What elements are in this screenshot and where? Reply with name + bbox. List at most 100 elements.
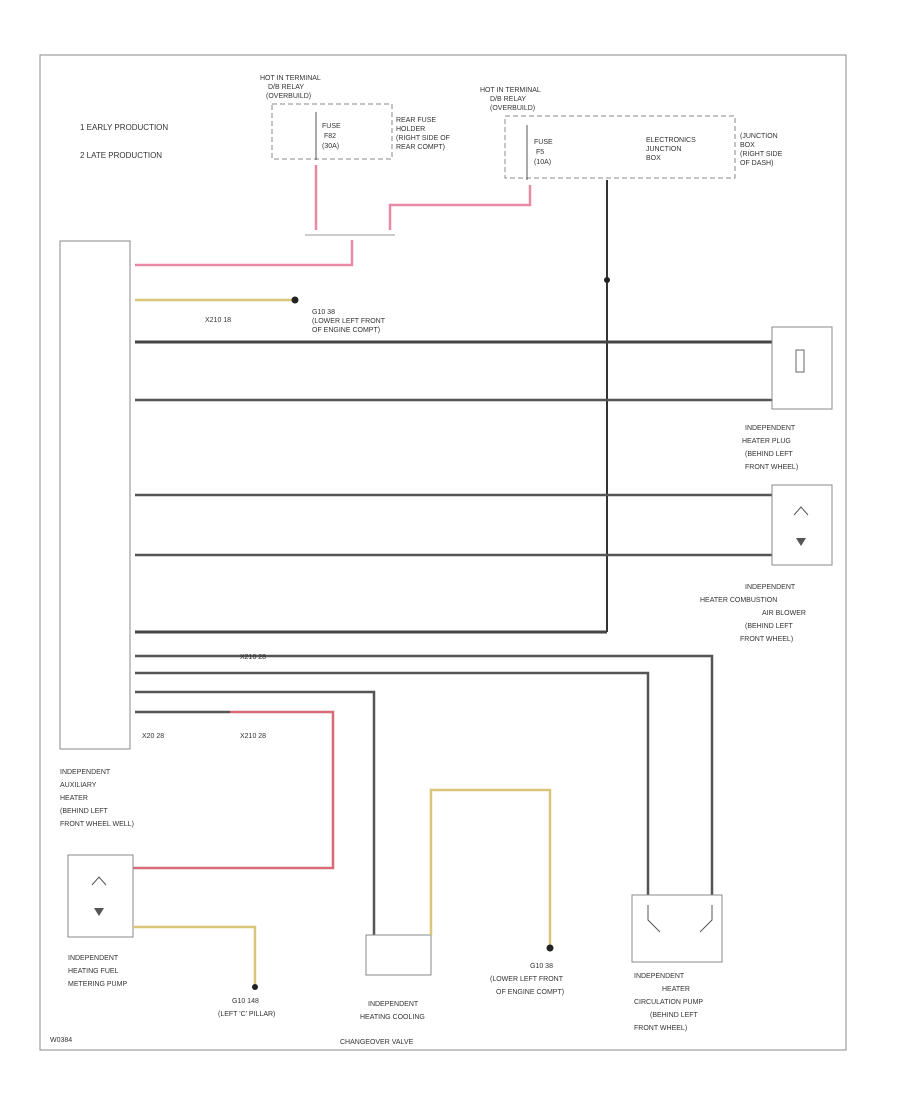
svg-text:HOT IN TERMINAL: HOT IN TERMINAL bbox=[260, 75, 321, 82]
svg-text:INDEPENDENT: INDEPENDENT bbox=[634, 973, 685, 980]
ejb-junction-dot bbox=[604, 277, 610, 283]
svg-text:OF DASH): OF DASH) bbox=[740, 160, 773, 167]
wire-pink-to-heater bbox=[135, 240, 354, 267]
svg-text:D/B RELAY: D/B RELAY bbox=[268, 84, 304, 91]
ground-connector-label: X210 18 bbox=[205, 317, 231, 324]
connector-mid1-label: X210 28 bbox=[240, 654, 266, 661]
legend-late: 2 LATE PRODUCTION bbox=[80, 151, 162, 160]
svg-text:F5: F5 bbox=[536, 149, 544, 156]
heater-plug bbox=[771, 326, 833, 410]
blower-label: INDEPENDENT HEATER COMBUSTION AIR BLOWER… bbox=[700, 584, 806, 643]
svg-text:HOT IN TERMINAL: HOT IN TERMINAL bbox=[480, 87, 541, 94]
svg-text:INDEPENDENT: INDEPENDENT bbox=[745, 584, 796, 591]
svg-text:BOX: BOX bbox=[646, 155, 661, 162]
fuel-metering-pump bbox=[67, 854, 134, 938]
diagram-border bbox=[39, 54, 847, 1051]
fuel-pump-label: INDEPENDENT HEATING FUEL METERING PUMP bbox=[68, 955, 127, 988]
svg-text:BOX: BOX bbox=[740, 142, 755, 149]
svg-text:(OVERBUILD): (OVERBUILD) bbox=[490, 105, 535, 112]
svg-text:(BEHIND LEFT: (BEHIND LEFT bbox=[60, 808, 109, 815]
svg-text:D/B RELAY: D/B RELAY bbox=[490, 96, 526, 103]
svg-text:(LOWER LEFT FRONT: (LOWER LEFT FRONT bbox=[490, 976, 564, 983]
svg-text:HEATER: HEATER bbox=[60, 795, 88, 802]
svg-text:INDEPENDENT: INDEPENDENT bbox=[60, 769, 111, 776]
electronics-junction-box bbox=[504, 115, 736, 179]
heater-plug-label: INDEPENDENT HEATER PLUG (BEHIND LEFT FRO… bbox=[742, 425, 798, 471]
svg-text:(JUNCTION: (JUNCTION bbox=[740, 133, 778, 140]
svg-text:G10 148: G10 148 bbox=[232, 998, 259, 1005]
svg-text:INDEPENDENT: INDEPENDENT bbox=[68, 955, 119, 962]
ground-top-label: G10 38 (LOWER LEFT FRONT OF ENGINE COMPT… bbox=[312, 309, 386, 334]
wire-valve-feed bbox=[135, 690, 376, 935]
hot-rear-label: HOT IN TERMINAL D/B RELAY (OVERBUILD) bbox=[260, 75, 321, 100]
svg-text:METERING PUMP: METERING PUMP bbox=[68, 981, 127, 988]
ground-left-dot bbox=[252, 984, 258, 990]
fuel-pump-symbol bbox=[91, 876, 107, 916]
svg-text:(RIGHT SIDE OF: (RIGHT SIDE OF bbox=[396, 135, 450, 142]
svg-text:FRONT WHEEL): FRONT WHEEL) bbox=[634, 1025, 687, 1032]
ground-mid-dot bbox=[546, 944, 554, 952]
wire-circ-pump-2 bbox=[135, 671, 650, 900]
aux-heater-label: INDEPENDENT AUXILIARY HEATER (BEHIND LEF… bbox=[60, 769, 134, 828]
ejb-label: ELECTRONICS JUNCTION BOX bbox=[646, 137, 696, 162]
svg-text:FUSE: FUSE bbox=[322, 123, 341, 130]
svg-text:ELECTRONICS: ELECTRONICS bbox=[646, 137, 696, 144]
aux-heater-module bbox=[59, 240, 131, 750]
svg-text:FRONT WHEEL): FRONT WHEEL) bbox=[740, 636, 793, 643]
connector-mid2-label: X210 28 bbox=[240, 733, 266, 740]
changeover-valve bbox=[365, 934, 432, 976]
svg-text:(RIGHT SIDE: (RIGHT SIDE bbox=[740, 151, 783, 158]
legend-early: 1 EARLY PRODUCTION bbox=[80, 123, 168, 132]
svg-text:HOLDER: HOLDER bbox=[396, 126, 425, 133]
svg-text:FUSE: FUSE bbox=[534, 139, 553, 146]
svg-text:(BEHIND LEFT: (BEHIND LEFT bbox=[650, 1012, 699, 1019]
svg-text:(BEHIND LEFT: (BEHIND LEFT bbox=[745, 451, 794, 458]
circ-pump-symbol bbox=[647, 905, 713, 933]
svg-text:HEATER COMBUSTION: HEATER COMBUSTION bbox=[700, 597, 777, 604]
svg-text:CHANGEOVER VALVE: CHANGEOVER VALVE bbox=[340, 1039, 414, 1046]
connector-left-label: X20 28 bbox=[142, 733, 164, 740]
svg-text:(BEHIND LEFT: (BEHIND LEFT bbox=[745, 623, 794, 630]
svg-text:INDEPENDENT: INDEPENDENT bbox=[745, 425, 796, 432]
rear-fuse-holder-box bbox=[271, 103, 393, 160]
wire-fuel-pump-ground bbox=[133, 925, 257, 985]
ejb-location-label: (JUNCTION BOX (RIGHT SIDE OF DASH) bbox=[740, 133, 783, 167]
combustion-air-blower bbox=[771, 484, 833, 566]
svg-text:G10 38: G10 38 bbox=[312, 309, 335, 316]
valve-label: INDEPENDENT HEATING COOLING CHANGEOVER V… bbox=[340, 1001, 425, 1046]
svg-text:FRONT WHEEL WELL): FRONT WHEEL WELL) bbox=[60, 821, 134, 828]
circ-pump-label: INDEPENDENT HEATER CIRCULATION PUMP (BEH… bbox=[634, 973, 703, 1032]
circulation-pump bbox=[631, 894, 723, 963]
wire-valve-ground bbox=[429, 788, 552, 945]
svg-text:REAR COMPT): REAR COMPT) bbox=[396, 144, 445, 151]
svg-text:(LEFT 'C' PILLAR): (LEFT 'C' PILLAR) bbox=[218, 1011, 275, 1018]
svg-text:(10A): (10A) bbox=[534, 159, 551, 166]
svg-text:HEATER PLUG: HEATER PLUG bbox=[742, 438, 791, 445]
heater-plug-symbol bbox=[795, 349, 805, 373]
svg-text:F82: F82 bbox=[324, 133, 336, 140]
rear-fuse-holder-label: REAR FUSE HOLDER (RIGHT SIDE OF REAR COM… bbox=[396, 117, 450, 151]
ground-mid-label: G10 38 (LOWER LEFT FRONT OF ENGINE COMPT… bbox=[490, 963, 564, 996]
blower-motor-symbol bbox=[793, 506, 809, 546]
svg-text:OF ENGINE COMPT): OF ENGINE COMPT) bbox=[496, 989, 564, 996]
hot-front-label: HOT IN TERMINAL D/B RELAY (OVERBUILD) bbox=[480, 87, 541, 112]
wire-pink-front bbox=[388, 185, 532, 230]
svg-text:OF ENGINE COMPT): OF ENGINE COMPT) bbox=[312, 327, 380, 334]
svg-text:HEATER: HEATER bbox=[662, 986, 690, 993]
footer-code: W0384 bbox=[50, 1037, 72, 1044]
svg-text:HEATING COOLING: HEATING COOLING bbox=[360, 1014, 425, 1021]
svg-text:AIR BLOWER: AIR BLOWER bbox=[762, 610, 806, 617]
fuse-f82: FUSE F82 (30A) bbox=[315, 112, 341, 160]
ground-top-dot bbox=[291, 296, 299, 304]
svg-text:(30A): (30A) bbox=[322, 143, 339, 150]
svg-text:JUNCTION: JUNCTION bbox=[646, 146, 681, 153]
wire-fuel-pump-red bbox=[133, 710, 335, 870]
svg-text:CIRCULATION PUMP: CIRCULATION PUMP bbox=[634, 999, 703, 1006]
svg-text:REAR FUSE: REAR FUSE bbox=[396, 117, 436, 124]
svg-text:(OVERBUILD): (OVERBUILD) bbox=[266, 93, 311, 100]
wire-circ-pump-1 bbox=[135, 654, 714, 900]
fuse-f5: FUSE F5 (10A) bbox=[526, 125, 553, 180]
svg-text:AUXILIARY: AUXILIARY bbox=[60, 782, 97, 789]
svg-text:INDEPENDENT: INDEPENDENT bbox=[368, 1001, 419, 1008]
